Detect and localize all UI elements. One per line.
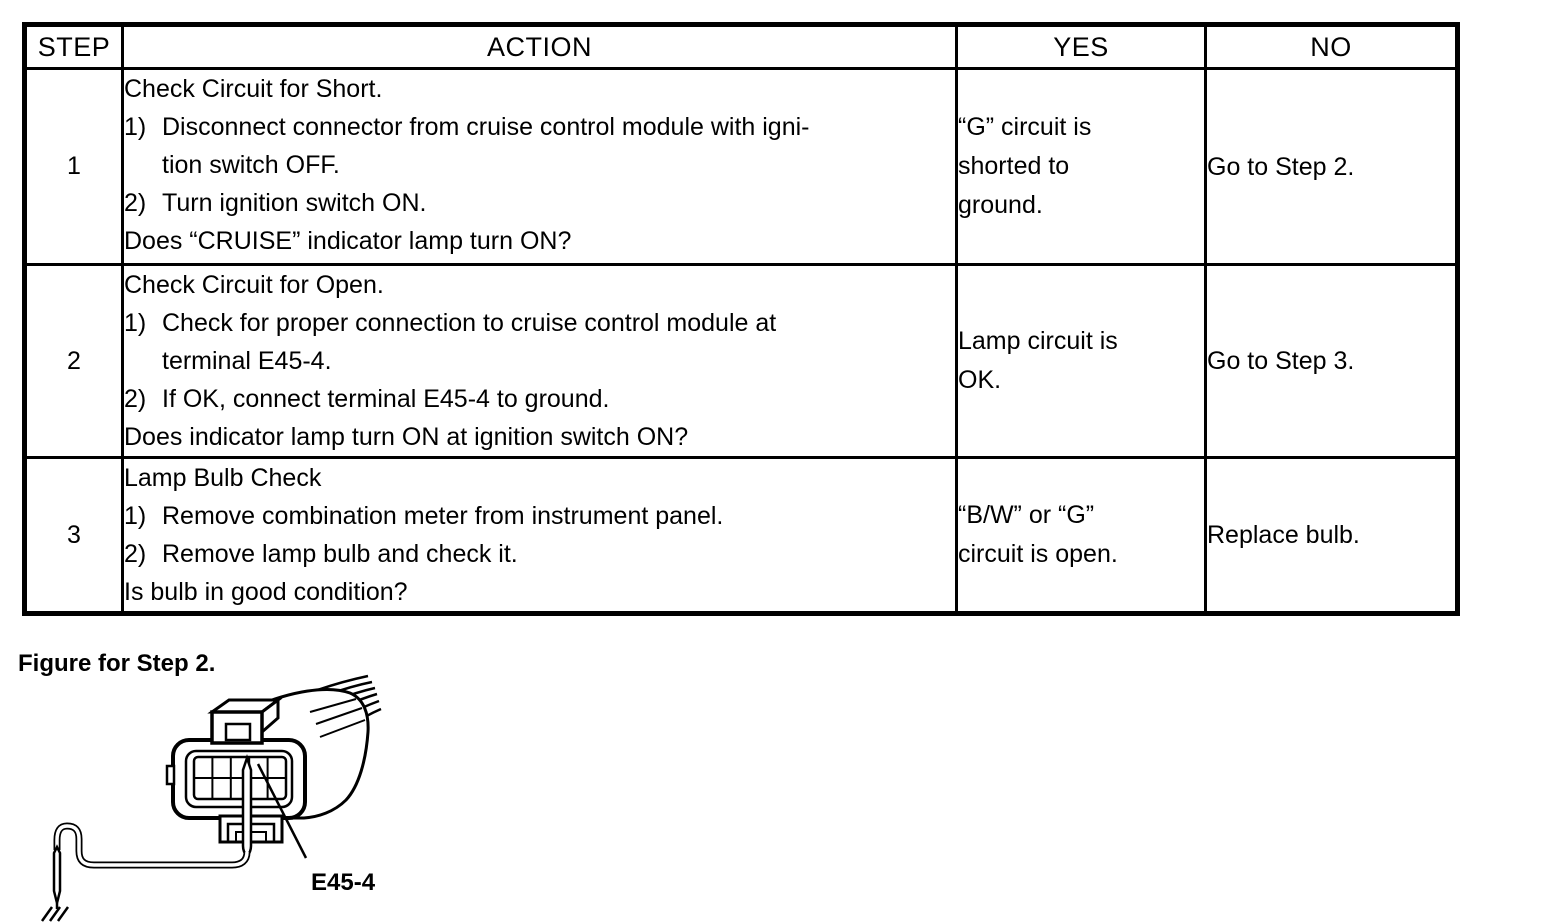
- action-step-number: 2): [124, 385, 147, 413]
- yes-line: ground.: [958, 191, 1043, 219]
- action-cell: Check Circuit for Open. 1) Check for pro…: [121, 263, 958, 459]
- connector-figure: E45-4: [0, 660, 470, 924]
- yes-line: circuit is open.: [958, 540, 1118, 568]
- yes-line: “B/W” or “G”: [958, 501, 1095, 529]
- table-row: 3 Lamp Bulb Check 1) Remove combination …: [23, 456, 1459, 615]
- yes-line: Lamp circuit is: [958, 327, 1118, 355]
- action-step-number: 1): [124, 113, 147, 141]
- table-header-row: STEP ACTION YES NO: [23, 23, 1459, 70]
- action-step-item: 2) Turn ignition switch ON.: [124, 184, 954, 222]
- connector-inner-face: [184, 749, 294, 809]
- action-line: Check for proper connection to cruise co…: [162, 309, 777, 337]
- table-row: 1 Check Circuit for Short. 1) Disconnect…: [23, 67, 1459, 266]
- action-step-text: Disconnect connector from cruise control…: [162, 108, 810, 184]
- side-notch: [165, 764, 176, 786]
- action-step-number: 1): [124, 309, 147, 337]
- latch-front-inner: [224, 722, 252, 742]
- action-line: Disconnect connector from cruise control…: [162, 113, 810, 141]
- connector-diagram: E45-4: [40, 674, 382, 922]
- label-leader-line: [256, 763, 308, 859]
- yes-cell: Lamp circuit is OK.: [955, 263, 1207, 459]
- table-row: 2 Check Circuit for Open. 1) Check for p…: [23, 263, 1459, 459]
- action-title: Check Circuit for Short.: [124, 75, 383, 103]
- action-step-number: 2): [124, 540, 147, 568]
- action-question: Does “CRUISE” indicator lamp turn ON?: [124, 227, 572, 255]
- yes-cell: “B/W” or “G” circuit is open.: [955, 456, 1207, 615]
- action-line: Turn ignition switch ON.: [162, 189, 427, 217]
- action-cell: Check Circuit for Short. 1) Disconnect c…: [121, 67, 958, 266]
- action-question: Does indicator lamp turn ON at ignition …: [124, 423, 689, 451]
- action-title: Lamp Bulb Check: [124, 464, 322, 492]
- action-title: Check Circuit for Open.: [124, 271, 384, 299]
- action-question: Is bulb in good condition?: [124, 578, 408, 606]
- step-number: 1: [23, 67, 124, 266]
- column-header-action: ACTION: [121, 23, 958, 70]
- terminal-label: E45-4: [311, 869, 376, 896]
- figure-caption: Figure for Step 2.: [18, 650, 216, 677]
- no-line: Replace bulb.: [1207, 521, 1360, 549]
- latch-top: [207, 697, 283, 736]
- action-cell: Lamp Bulb Check 1) Remove combination me…: [121, 456, 958, 615]
- action-line: Remove combination meter from instrument…: [162, 502, 724, 530]
- step-number: 3: [23, 456, 124, 615]
- ground-wire-core: [55, 824, 249, 867]
- action-step-item: 2) If OK, connect terminal E45-4 to grou…: [124, 380, 954, 418]
- ground-probe: [52, 844, 62, 904]
- ground-symbol: [40, 906, 70, 922]
- action-step-text: Check for proper connection to cruise co…: [162, 304, 776, 380]
- no-cell: Go to Step 2.: [1204, 67, 1459, 266]
- action-step-item: 1) Remove combination meter from instrum…: [124, 497, 954, 535]
- yes-line: OK.: [958, 366, 1002, 394]
- no-cell: Replace bulb.: [1204, 456, 1459, 615]
- test-probe: [241, 754, 253, 858]
- no-line: Go to Step 3.: [1207, 347, 1355, 375]
- action-step-number: 2): [124, 189, 147, 217]
- column-header-yes: YES: [955, 23, 1207, 70]
- action-step-number: 1): [124, 502, 147, 530]
- yes-line: “G” circuit is: [958, 113, 1092, 141]
- step-number: 2: [23, 263, 124, 459]
- yes-cell: “G” circuit is shorted to ground.: [955, 67, 1207, 266]
- action-step-item: 2) Remove lamp bulb and check it.: [124, 535, 954, 573]
- action-step-text: Turn ignition switch ON.: [162, 184, 426, 222]
- column-header-step: STEP: [23, 23, 124, 70]
- action-line: Remove lamp bulb and check it.: [162, 540, 518, 568]
- action-step-item: 1) Disconnect connector from cruise cont…: [124, 108, 954, 184]
- no-line: Go to Step 2.: [1207, 152, 1355, 181]
- action-line: terminal E45-4.: [162, 347, 332, 375]
- action-step-text: If OK, connect terminal E45-4 to ground.: [162, 380, 609, 418]
- action-step-item: 1) Check for proper connection to cruise…: [124, 304, 954, 380]
- no-cell: Go to Step 3.: [1204, 263, 1459, 459]
- shell-ridges: [309, 698, 366, 738]
- column-header-no: NO: [1204, 23, 1459, 70]
- action-step-text: Remove lamp bulb and check it.: [162, 535, 518, 573]
- troubleshooting-table: STEP ACTION YES NO 1 Check Circuit for S…: [22, 22, 1460, 616]
- action-step-text: Remove combination meter from instrument…: [162, 497, 723, 535]
- yes-line: shorted to: [958, 152, 1070, 180]
- action-line: tion switch OFF.: [162, 151, 340, 179]
- action-line: If OK, connect terminal E45-4 to ground.: [162, 385, 610, 413]
